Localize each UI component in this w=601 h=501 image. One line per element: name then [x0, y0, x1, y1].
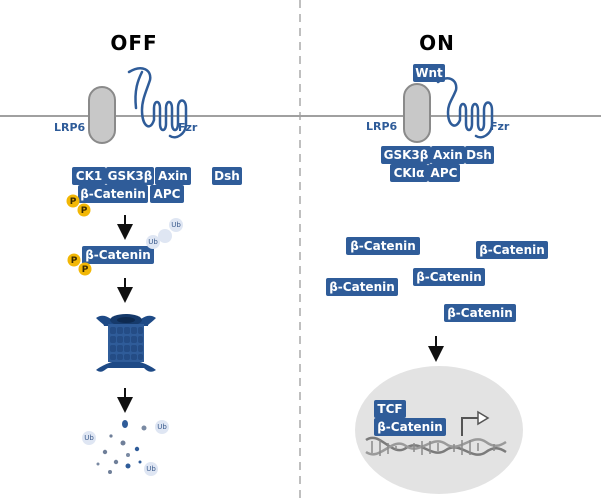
lrp6-receptor	[88, 86, 116, 144]
off-title: OFF	[110, 31, 157, 55]
tcf-box	[374, 400, 406, 418]
apc-label: APC	[154, 187, 181, 201]
ck1-label: CK1	[76, 169, 102, 183]
lrp6-receptor-on	[403, 83, 431, 143]
ubiquitin-icon	[82, 431, 96, 445]
free-beta-catenin-box	[413, 268, 485, 286]
beta-catenin-label: β-Catenin	[85, 248, 151, 262]
transcription-start-icon	[461, 417, 478, 436]
ubiquitin-icon	[146, 235, 160, 249]
gsk3b-label: GSK3β	[108, 169, 153, 183]
receptor-complex: GSK3β Axin Dsh CKIα APC	[381, 146, 494, 182]
dna-helix-icon	[365, 436, 507, 456]
phosphate-icon	[67, 253, 81, 267]
proteasome-icon	[96, 314, 156, 372]
ck1a-label: CKIα	[394, 166, 425, 180]
lrp6-label-on: LRP6	[366, 120, 398, 133]
wnt-label: Wnt	[415, 66, 443, 80]
free-beta-catenin-box	[476, 241, 548, 259]
phosphate-label: P	[71, 256, 78, 266]
dsh-label: Dsh	[214, 169, 240, 183]
phospho-beta-catenin-box	[82, 246, 154, 264]
phosphate-label: P	[81, 206, 88, 216]
phosphate-icon	[77, 203, 91, 217]
free-beta-catenin-label: β-Catenin	[329, 280, 395, 294]
free-beta-catenin-box	[326, 278, 398, 296]
transcription-arrowhead	[477, 410, 490, 426]
phosphate-icon	[78, 262, 92, 276]
phosphate-icon	[66, 194, 80, 208]
ubiquitin-icon	[158, 229, 172, 243]
beta-catenin-complex-label: β-Catenin	[80, 187, 146, 201]
lrp6-label: LRP6	[54, 121, 86, 134]
free-beta-catenin-label: β-Catenin	[447, 306, 513, 320]
ubiquitin-label: Ub	[171, 221, 181, 229]
ubiquitin-icon	[169, 218, 183, 232]
fzr-label: Fzr	[178, 121, 198, 134]
ubiquitin-label: Ub	[148, 238, 158, 246]
tcf-label: TCF	[377, 402, 402, 416]
destruction-complex: CK1 GSK3β Axin β-Catenin APC	[72, 167, 191, 203]
free-beta-catenin-label: β-Catenin	[479, 243, 545, 257]
phosphate-label: P	[70, 197, 77, 207]
dsh-box	[212, 167, 242, 185]
axin-label: Axin	[158, 169, 188, 183]
phosphate-label: P	[82, 265, 89, 275]
ubiquitin-icon	[155, 420, 169, 434]
dsh-on-label: Dsh	[466, 148, 492, 162]
free-beta-catenin-label: β-Catenin	[350, 239, 416, 253]
axin-on-label: Axin	[433, 148, 463, 162]
ubiquitin-label: Ub	[146, 465, 156, 473]
nuclear-beta-catenin-box	[374, 418, 446, 436]
free-beta-catenin-box	[346, 237, 420, 255]
wnt-box	[413, 64, 445, 82]
free-beta-catenin-label: β-Catenin	[416, 270, 482, 284]
frizzled-receptor-inner	[134, 70, 144, 110]
fzr-label-on: Fzr	[490, 120, 510, 133]
degraded-fragments: Ub Ub Ub	[82, 420, 169, 476]
ubiquitin-label: Ub	[84, 434, 94, 442]
apc-on-label: APC	[431, 166, 458, 180]
free-beta-catenin-box	[444, 304, 516, 322]
on-title: ON	[419, 31, 455, 55]
gsk3b-on-label: GSK3β	[384, 148, 429, 162]
nuclear-beta-catenin-label: β-Catenin	[377, 420, 443, 434]
ubiquitin-icon	[144, 462, 158, 476]
frizzled-receptor-on	[436, 77, 494, 139]
ubiquitin-label: Ub	[157, 423, 167, 431]
frizzled-receptor	[127, 67, 188, 139]
